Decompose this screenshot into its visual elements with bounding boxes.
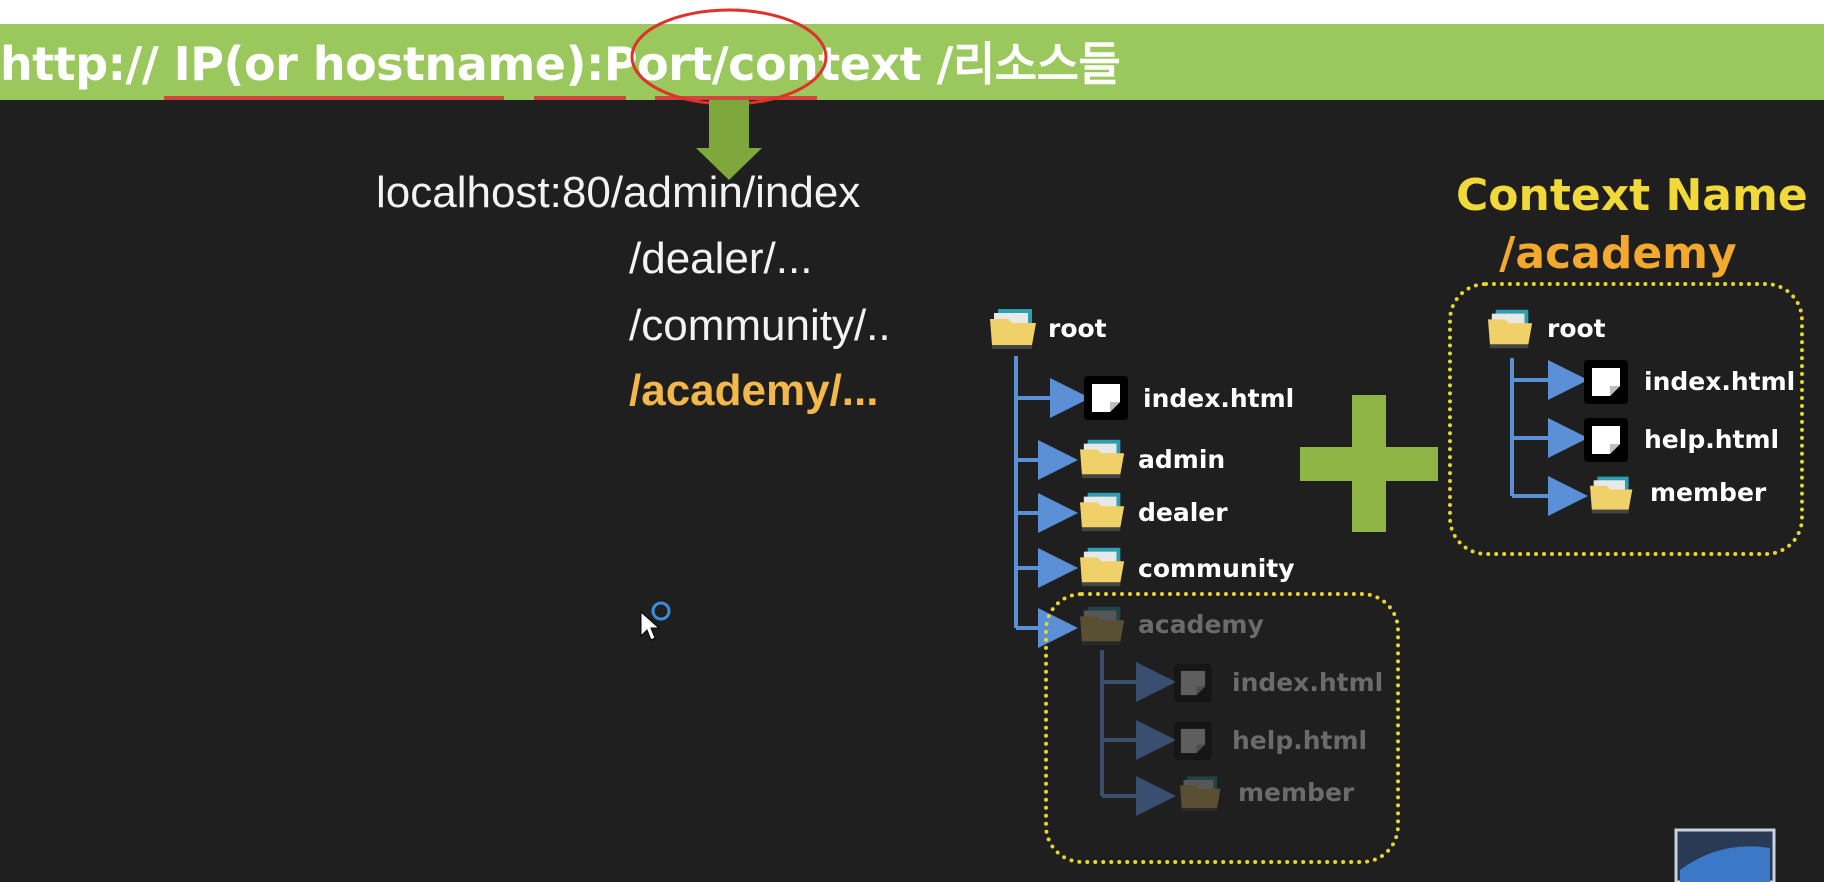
url-example-community: /community/.. (629, 301, 891, 350)
context-highlight-ellipse (630, 8, 828, 106)
context-underline (655, 96, 817, 100)
dealer-label: dealer (1138, 498, 1228, 527)
academy-dotted-box (1044, 592, 1400, 864)
dealer-folder-icon (1080, 492, 1125, 532)
main-tree-connectors (1014, 356, 1090, 648)
top-strip (0, 0, 1824, 24)
community-folder-icon (1080, 547, 1125, 587)
context-tree-connectors (1510, 358, 1588, 516)
url-format-text: http:// IP(or hostname):Port/context /리소… (0, 37, 1121, 91)
admin-folder-icon (1080, 439, 1125, 479)
url-example-academy: /academy/... (629, 366, 879, 415)
academy-help-label: help.html (1232, 726, 1368, 755)
admin-label: admin (1138, 445, 1226, 474)
context-member-label: member (1650, 478, 1767, 507)
port-underline (534, 96, 626, 100)
context-help-label: help.html (1644, 425, 1780, 454)
plus-sign (1300, 395, 1438, 532)
academy-label: academy (1138, 610, 1264, 639)
academy-index-label: index.html (1232, 668, 1384, 697)
context-name-value: /academy (1499, 228, 1737, 279)
root-label: root (1048, 314, 1107, 343)
context-dotted-box (1448, 282, 1804, 556)
ip-underline (164, 96, 504, 100)
monitor-thumbnail-icon (1674, 828, 1776, 882)
down-arrow (696, 100, 762, 180)
url-example-admin: localhost:80/admin/index (376, 168, 861, 217)
context-name-title: Context Name (1456, 170, 1808, 221)
index-file-icon (1084, 376, 1128, 420)
community-label: community (1138, 554, 1295, 583)
url-example-dealer: /dealer/... (629, 234, 813, 283)
academy-subtree-connectors (1100, 650, 1176, 816)
mouse-cursor-icon (640, 610, 661, 641)
url-banner (0, 24, 1824, 100)
root-folder-icon (990, 309, 1036, 349)
index-label: index.html (1143, 384, 1295, 413)
click-indicator-icon (651, 601, 671, 621)
context-index-label: index.html (1644, 367, 1796, 396)
context-root-label: root (1547, 314, 1606, 343)
academy-member-label: member (1238, 778, 1355, 807)
